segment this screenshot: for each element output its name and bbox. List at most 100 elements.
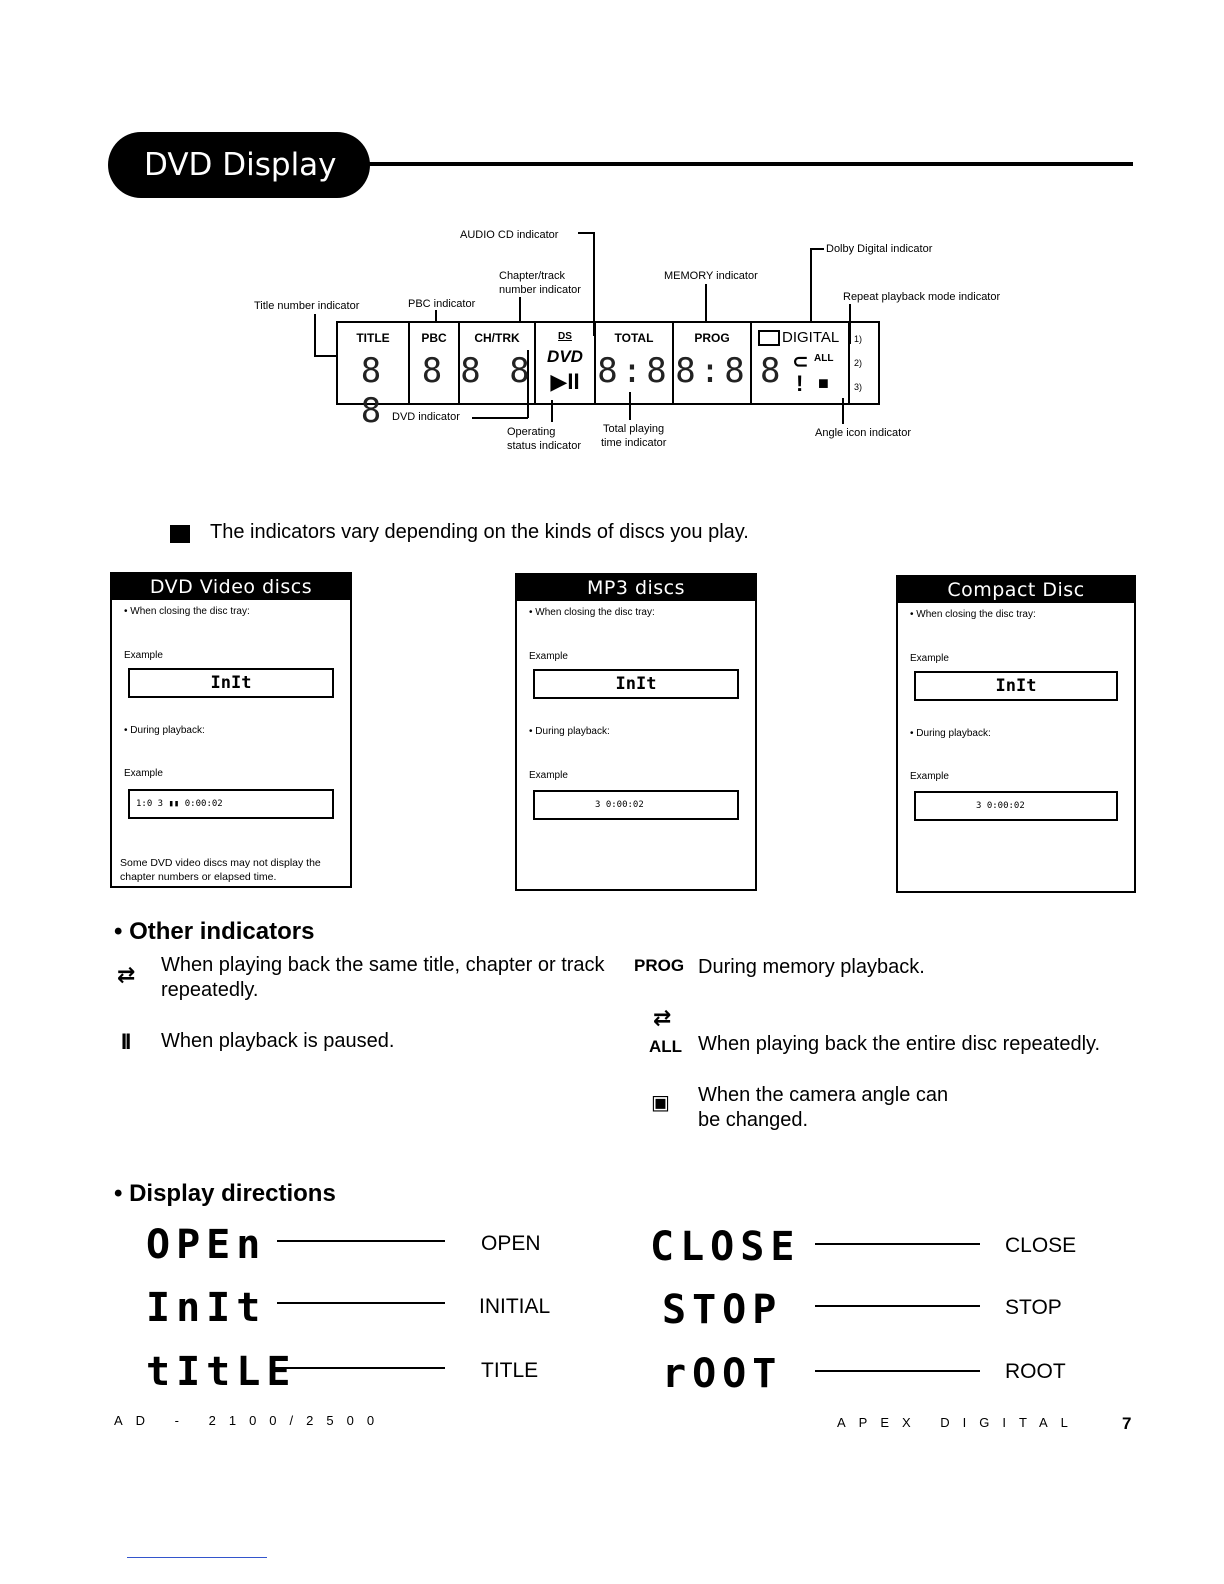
playback-display: 3 0:00:02 <box>914 791 1118 821</box>
header-rule <box>355 162 1133 166</box>
leader-line <box>314 314 316 356</box>
angle-description-2: be changed. <box>698 1109 809 1131</box>
pause-icon: II <box>121 1029 131 1054</box>
lcd-stop: STOP <box>662 1287 783 1333</box>
page-number: 7 <box>1122 1414 1132 1433</box>
playback-label: • During playback: <box>529 726 610 737</box>
leader-line <box>705 284 707 321</box>
all-label: ALL <box>649 1037 683 1056</box>
play-pause-icon: ▶II <box>550 369 580 394</box>
leader-line <box>593 232 595 336</box>
callout-total-1: Total playing <box>603 423 665 435</box>
init-display: InIt <box>533 669 739 699</box>
callout-pbc: PBC indicator <box>408 298 476 310</box>
disc-box-title: Compact Disc <box>898 577 1134 603</box>
callout-chapter-2: number indicator <box>499 284 581 296</box>
direction-line <box>277 1302 445 1304</box>
repeat-mark: 3) <box>854 382 863 392</box>
cell-total-label: TOTAL <box>614 331 654 345</box>
init-display: InIt <box>128 668 334 698</box>
direction-word-title: TITLE <box>481 1359 539 1382</box>
repeat-mark: 2) <box>854 358 863 368</box>
panel-cell-digital: DIGITAL 8 ⊂ ALL ! ■ <box>752 323 850 403</box>
playback-label: • During playback: <box>910 728 991 739</box>
direction-word-initial: INITIAL <box>479 1295 551 1318</box>
section-title: DVD Display <box>144 147 337 183</box>
direction-word-open: OPEN <box>481 1232 541 1255</box>
section-title-pill: DVD Display <box>108 132 370 198</box>
panel-cell-chtrk: CH/TRK 8 8 <box>460 323 536 403</box>
cell-title-label: TITLE <box>356 331 390 345</box>
direction-word-stop: STOP <box>1005 1296 1062 1319</box>
leader-line <box>314 355 338 357</box>
display-panel: TITLE 8 8 PBC 8 CH/TRK 8 8 DS DVD ▶II TO… <box>336 321 880 431</box>
repeat-all-icon: ⇄ <box>653 1005 672 1030</box>
lcd-close: CLOSE <box>650 1224 801 1270</box>
direction-line <box>815 1370 980 1372</box>
repeat-mark: 1) <box>854 334 863 344</box>
playback-display: 3 0:00:02 <box>533 790 739 820</box>
callout-memory: MEMORY indicator <box>664 270 758 282</box>
dvd-logo: DVD <box>547 347 583 366</box>
cell-digital-digit: 8 <box>760 351 781 391</box>
disc-box-title: DVD Video discs <box>112 574 350 600</box>
leader-line <box>578 232 594 234</box>
example-label: Example <box>910 771 949 782</box>
callout-dolby: Dolby Digital indicator <box>826 243 933 255</box>
playback-display: 1:0 3 ▮▮ 0:00:02 <box>128 789 334 819</box>
cell-total-digits: 8:8 <box>597 351 671 391</box>
leader-line <box>849 304 851 344</box>
leader-line <box>629 392 631 420</box>
angle-camera-icon: ■ <box>818 373 829 393</box>
lcd-open: OPEn <box>146 1222 267 1268</box>
cell-title-digits: 8 8 <box>360 351 386 431</box>
example-label: Example <box>529 770 568 781</box>
panel-cell-title: TITLE 8 8 <box>338 323 410 431</box>
prog-description: During memory playback. <box>698 956 925 978</box>
all-description: When playing back the entire disc repeat… <box>698 1033 1101 1055</box>
disc-box-mp3: MP3 discs • When closing the disc tray: … <box>515 573 757 891</box>
repeat-icon: ⇄ <box>117 962 136 987</box>
disc-box-cd: Compact Disc • When closing the disc tra… <box>896 575 1136 893</box>
example-label: Example <box>529 651 568 662</box>
cell-chtrk-label: CH/TRK <box>474 331 520 345</box>
disc-footnote: Some DVD video discs may not display the… <box>120 857 321 883</box>
closing-label: • When closing the disc tray: <box>124 606 250 617</box>
prog-label: PROG <box>634 956 685 975</box>
bottom-link-line <box>127 1557 267 1558</box>
lcd-title: tItLE <box>146 1349 297 1395</box>
panel-cell-total: TOTAL 8:8 <box>596 323 674 403</box>
callout-operating-2: status indicator <box>507 440 581 452</box>
repeat-description: When playing back the same title, chapte… <box>161 954 605 1001</box>
footer-brand: APEX DIGITAL <box>837 1415 1081 1430</box>
cell-ds-label: DS <box>558 331 572 342</box>
direction-word-root: ROOT <box>1005 1360 1066 1383</box>
other-indicators-heading: • Other indicators <box>114 918 315 945</box>
camera-angle-icon: ▣ <box>651 1092 670 1114</box>
cell-chtrk-digits: 8 8 <box>460 351 534 391</box>
display-directions-heading: • Display directions <box>114 1180 336 1207</box>
angle-description-1: When the camera angle can <box>698 1084 949 1106</box>
disc-box-dvd: DVD Video discs • When closing the disc … <box>110 572 352 888</box>
disc-box-title: MP3 discs <box>517 575 755 601</box>
panel-cell-prog: PROG 8:8 <box>674 323 752 403</box>
lcd-initial: InIt <box>146 1285 267 1331</box>
pause-description: When playback is paused. <box>161 1030 395 1052</box>
panel-cell-pbc: PBC 8 <box>410 323 460 403</box>
cell-pbc-digits: 8 <box>421 351 447 391</box>
direction-line <box>815 1305 980 1307</box>
panel-cell-ds: DS DVD ▶II <box>536 323 596 403</box>
footer-model: AD - 2100/2500 <box>114 1413 388 1428</box>
leader-line <box>519 297 521 321</box>
cell-prog-digits: 8:8 <box>675 351 749 391</box>
example-label: Example <box>910 653 949 664</box>
direction-line <box>277 1367 445 1369</box>
dolby-digital-icon: DIGITAL <box>758 329 839 347</box>
direction-line <box>815 1243 980 1245</box>
callout-title-number: Title number indicator <box>254 300 360 312</box>
closing-label: • When closing the disc tray: <box>529 607 655 618</box>
cell-prog-label: PROG <box>694 331 730 345</box>
leader-line <box>435 310 437 322</box>
playback-label: • During playback: <box>124 725 205 736</box>
callout-angle: Angle icon indicator <box>815 427 912 439</box>
